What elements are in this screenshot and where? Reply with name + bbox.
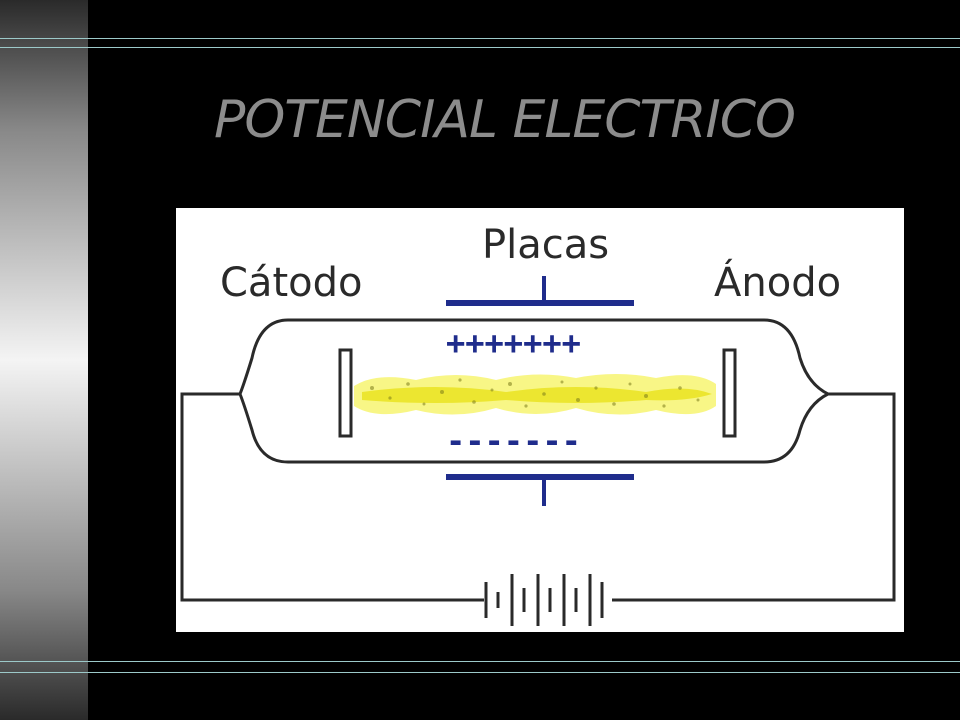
battery-icon: [484, 574, 604, 626]
anode-label: Ánodo: [714, 258, 841, 306]
top-divider-line-inner: [0, 47, 960, 48]
right-circuit-wire: [612, 392, 896, 602]
positive-charges-label: +++++++: [446, 324, 581, 362]
bottom-divider-line-inner: [0, 661, 960, 662]
negative-charges-label: -------: [446, 422, 581, 460]
positive-plate: [446, 276, 634, 306]
cathode-electrode: [338, 348, 353, 438]
negative-plate: [446, 474, 634, 506]
cathode-label: Cátodo: [220, 260, 362, 306]
gradient-side-bar: [0, 0, 88, 720]
top-divider-line: [0, 38, 960, 39]
bottom-divider-line: [0, 672, 960, 673]
slide-title: POTENCIAL ELECTRICO: [214, 90, 796, 150]
electron-beam: [354, 374, 716, 415]
diagram-svg: Cátodo Placas Ánodo: [180, 222, 896, 626]
cathode-ray-tube-figure: Cátodo Placas Ánodo: [176, 208, 904, 632]
left-circuit-wire: [180, 392, 484, 602]
anode-electrode: [722, 348, 737, 438]
plates-label: Placas: [482, 222, 609, 268]
glass-tube-outline: [238, 318, 832, 464]
